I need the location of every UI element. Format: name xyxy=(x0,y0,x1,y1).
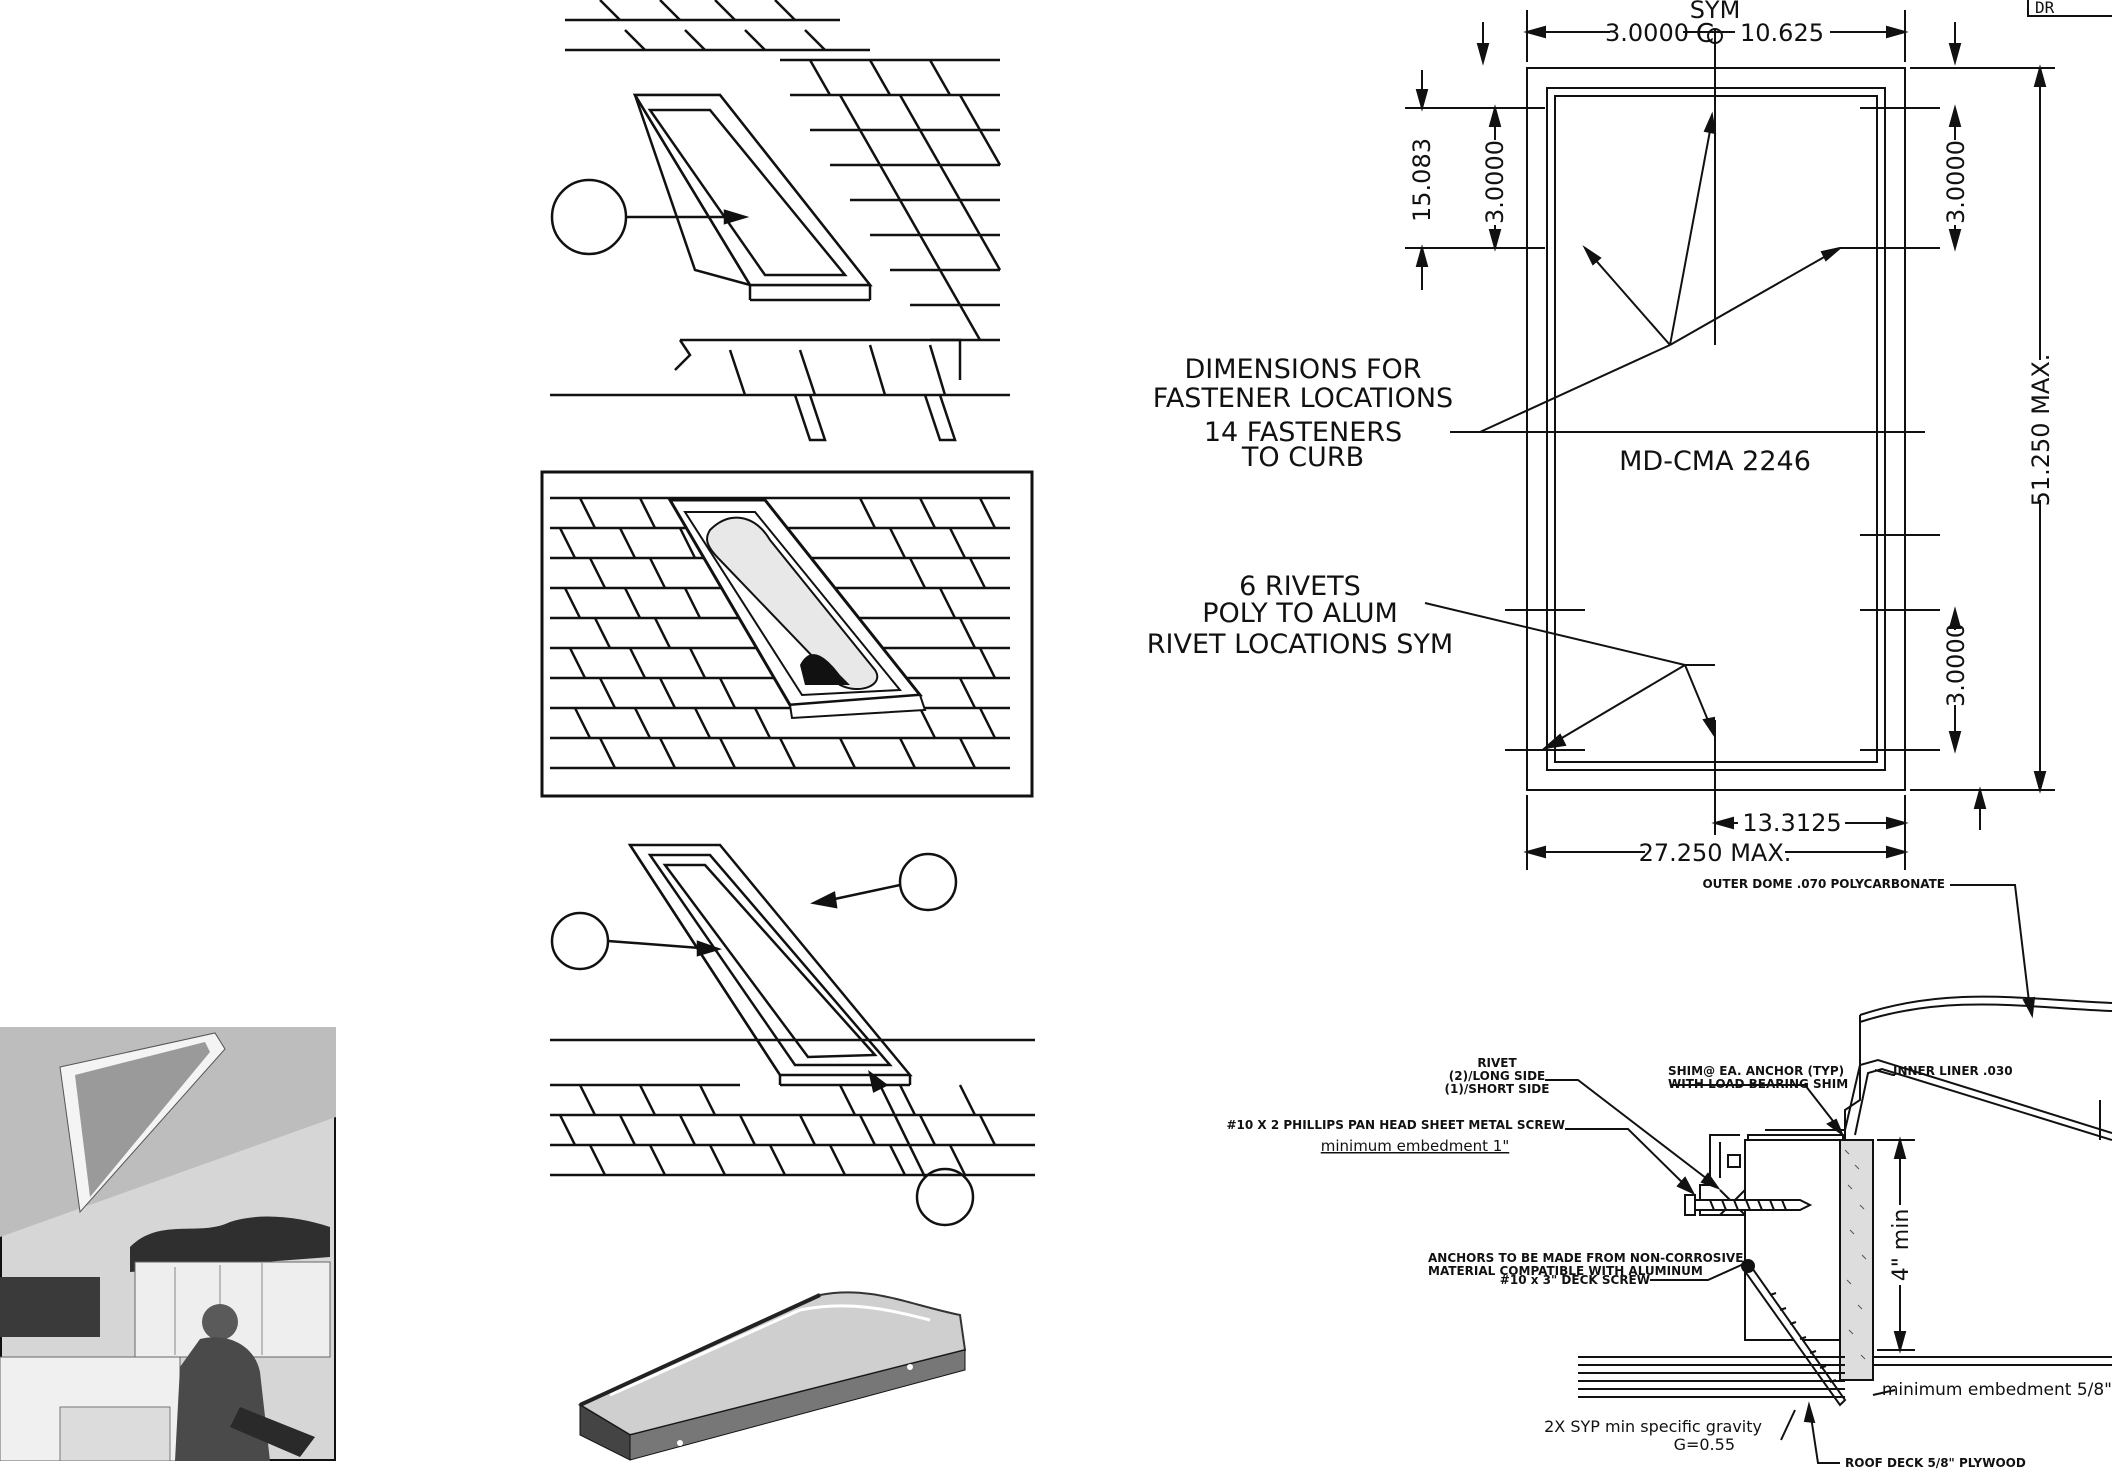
rivet-label-3: (1)/SHORT SIDE xyxy=(1445,1082,1550,1096)
plan-geometry xyxy=(1405,10,2055,870)
dim-left-outer: 15.083 xyxy=(1408,138,1436,222)
corner-tag-text: DR xyxy=(2035,0,2055,17)
dim-top-right: 10.625 xyxy=(1740,19,1824,47)
dim-right-bottom: 3.0000 xyxy=(1942,623,1970,707)
note-rivet-line2: POLY TO ALUM xyxy=(1202,598,1398,629)
anchors-label-2: MATERIAL COMPATIBLE WITH ALUMINUM xyxy=(1428,1264,1703,1278)
shim-label-1: SHIM@ EA. ANCHOR (TYP) xyxy=(1668,1064,1844,1078)
sym-label: SYM xyxy=(1690,0,1741,24)
interior-photo xyxy=(0,1027,336,1462)
unit-label: MD-CMA 2246 xyxy=(1619,446,1811,477)
dome-art xyxy=(577,1291,967,1461)
dim-left-inner: 3.0000 xyxy=(1481,140,1509,224)
note-fastener-line2: FASTENER LOCATIONS xyxy=(1153,383,1453,414)
anchors-label-1: ANCHORS TO BE MADE FROM NON-CORROSIVE xyxy=(1428,1251,1743,1265)
note-fastener-line1: DIMENSIONS FOR xyxy=(1184,354,1421,385)
syp-label-1: 2X SYP min specific gravity xyxy=(1544,1417,1762,1436)
interior-photo-art xyxy=(0,1027,336,1462)
dim-top-left: 3.0000 xyxy=(1605,19,1689,47)
roof-deck-label: ROOF DECK 5/8" PLYWOOD xyxy=(1845,1456,2026,1470)
illustration-dome xyxy=(570,1275,980,1465)
dim-right-top: 3.0000 xyxy=(1942,140,1970,224)
dim-right-overall: 51.250 MAX. xyxy=(2027,354,2055,507)
min-4-label: 4" min xyxy=(1889,1209,1914,1282)
screw-label-1: #10 X 2 PHILLIPS PAN HEAD SHEET METAL SC… xyxy=(1226,1118,1565,1132)
syp-label-2: G=0.55 xyxy=(1674,1435,1735,1454)
section-geometry xyxy=(1545,884,2112,1464)
dim-bottom-half: 13.3125 xyxy=(1742,809,1841,837)
section-labels: OUTER DOME .070 POLYCARBONATE RIVET (2)/… xyxy=(1226,877,2112,1470)
illustration-flashing xyxy=(540,835,1040,1240)
rivet-label-1: RIVET xyxy=(1477,1056,1517,1070)
shim-label-2: WITH LOAD BEARING SHIM xyxy=(1668,1077,1848,1091)
outer-dome-label: OUTER DOME .070 POLYCARBONATE xyxy=(1702,877,1945,891)
corner-tag: DR xyxy=(2027,0,2112,17)
plan-labels: SYM C 3.0000 10.625 15.083 3.0000 3.0000… xyxy=(1147,0,2055,867)
note-fastener-line4: TO CURB xyxy=(1241,442,1364,473)
note-rivet-line3: RIVET LOCATIONS SYM xyxy=(1147,629,1453,660)
inner-liner-label: INNER LINER .030 xyxy=(1893,1064,2013,1078)
screw-label-2: minimum embedment 1" xyxy=(1321,1137,1510,1155)
installed-skylight-art xyxy=(540,470,1034,798)
deck-screw-label: #10 x 3" DECK SCREW xyxy=(1500,1273,1650,1287)
curb-install-art xyxy=(550,0,1010,442)
note-fastener-line3: 14 FASTENERS xyxy=(1204,417,1402,448)
rivet-label-2: (2)/LONG SIDE xyxy=(1449,1069,1545,1083)
centerline-symbol: C xyxy=(1696,19,1714,49)
dim-bottom-overall: 27.250 MAX. xyxy=(1639,839,1792,867)
flashing-art xyxy=(550,843,1035,1227)
embedment-58-label: minimum embedment 5/8" xyxy=(1882,1380,2112,1400)
illustration-curb-install xyxy=(540,0,1020,450)
note-rivet-line1: 6 RIVETS xyxy=(1239,571,1361,602)
illustration-installed-skylight xyxy=(540,470,1035,800)
